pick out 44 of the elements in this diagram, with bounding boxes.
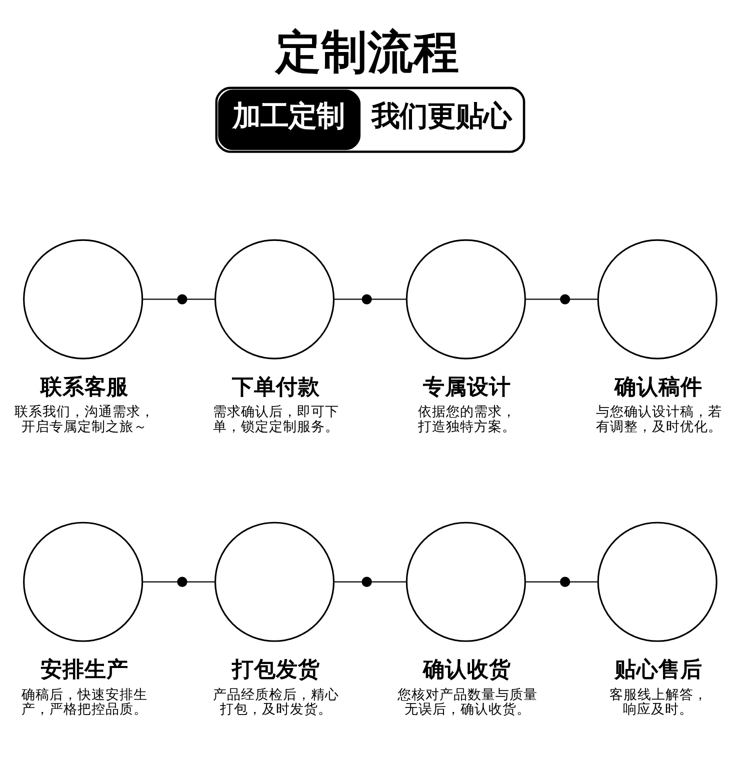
- node-circle: [23, 521, 144, 642]
- node-dot: [362, 576, 372, 586]
- node-label: 下单付款: [232, 374, 320, 400]
- diagram-title: 定制流程: [276, 24, 460, 78]
- connector: [570, 580, 598, 582]
- node-circle: [597, 238, 718, 359]
- node-circle: [214, 238, 335, 359]
- node-label: 联系我们，沟通需求，开启专属定制之旅～: [14, 404, 155, 435]
- node-label: 需求确认后，即可下单，锁定定制服务。: [212, 404, 339, 435]
- node-dot: [362, 294, 372, 304]
- connector: [186, 580, 215, 582]
- connector: [526, 580, 560, 582]
- connector: [371, 298, 406, 300]
- node-label: 联系客服: [40, 374, 128, 400]
- connector: [526, 298, 560, 300]
- node-label: 确认收货: [423, 657, 512, 682]
- node-circle: [406, 521, 526, 642]
- node-circle: [597, 521, 718, 642]
- node-circle: [214, 521, 335, 642]
- connector: [334, 298, 362, 300]
- node-label: 贴心售后: [614, 657, 703, 682]
- node-circle: [23, 238, 144, 359]
- node-dot: [560, 294, 570, 304]
- connector: [186, 298, 215, 300]
- node-label: 与您确认设计稿，若有调整，及时优化。: [596, 404, 722, 435]
- node-label: 产品经质检后，精心打包，及时发货。: [212, 686, 339, 718]
- node-dot: [177, 294, 188, 304]
- node-label: 确稿后，快速安排生产，严格把控品质。: [22, 686, 148, 718]
- node-label: 客服线上解答，响应及时。: [609, 686, 708, 718]
- node-label: 您核对产品数量与质量无误后，确认收货。: [398, 686, 538, 718]
- node-dot: [177, 576, 188, 586]
- connector: [334, 580, 362, 582]
- node-dot: [560, 576, 570, 586]
- connector: [142, 580, 178, 582]
- connector: [570, 298, 598, 300]
- node-label: 依据您的需求，打造独特方案。: [418, 404, 516, 435]
- node-label: 安排生产: [40, 657, 128, 682]
- connector: [142, 298, 178, 300]
- connector: [371, 580, 406, 582]
- node-label: 打包发货: [232, 657, 320, 682]
- node-circle: [406, 238, 526, 359]
- node-box: 加工定制 我们更贴心: [215, 86, 526, 152]
- node-label: 确认稿件: [614, 374, 703, 400]
- node-label: 专属设计: [423, 374, 512, 400]
